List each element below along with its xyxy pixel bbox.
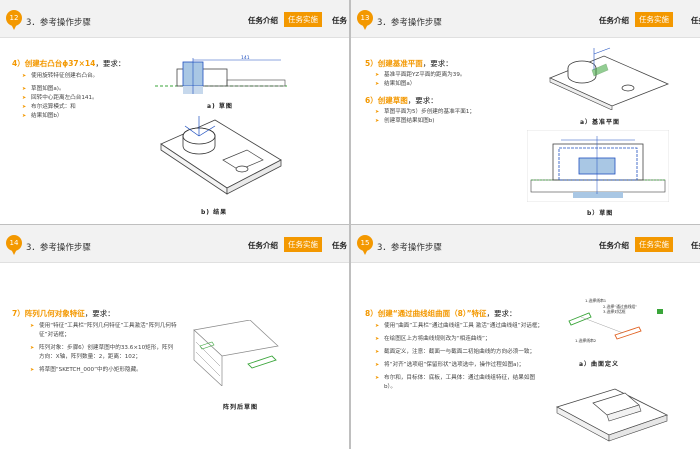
tab-task-implementation[interactable]: 任务实施 xyxy=(284,12,322,27)
tab-task-implementation[interactable]: 任务实施 xyxy=(284,237,322,252)
callout-select-dialog: 3.选择对话框 xyxy=(603,309,626,314)
result-figure-b xyxy=(555,388,669,442)
callout-select-string-1: 1.选择线串1 xyxy=(585,298,607,303)
caption: 阵列后草图 xyxy=(223,404,259,411)
slide-header: 14 3．参考操作步骤 任务介绍 任务实施 任务 xyxy=(0,225,349,263)
bullet-list: 使用“特征”工具栏“阵列几何特征”工具激活“阵列几何特征”对话框； 阵列对象：步… xyxy=(30,322,178,375)
step-heading: 4）创建右凸台ϕ37×14，要求： xyxy=(12,59,126,68)
list-item: 布尔运算模式：和 xyxy=(22,103,152,112)
array-sketch-figure xyxy=(193,320,279,386)
callout-select-string-2: 1.选择线串2 xyxy=(575,338,597,343)
slide-header: 13 3．参考操作步骤 任务介绍 任务实施 任务 xyxy=(351,0,700,38)
slide-14: 14 3．参考操作步骤 任务介绍 任务实施 任务 7）阵列几何对象特征，要求： … xyxy=(0,225,349,449)
list-item: 结果如图a） xyxy=(375,80,525,89)
header-title: 3．参考操作步骤 xyxy=(26,18,91,28)
result-figure-b xyxy=(160,116,282,195)
caption-a: a）基准平面 xyxy=(580,119,621,126)
list-item: 使用“特征”工具栏“阵列几何特征”工具激活“阵列几何特征”对话框； xyxy=(30,322,178,340)
tab-task-intro[interactable]: 任务介绍 xyxy=(599,16,629,25)
page-number-badge: 13 xyxy=(357,10,373,30)
slide-header: 12 3．参考操作步骤 任务介绍 任务实施 任务 xyxy=(0,0,349,38)
page-number-badge: 14 xyxy=(6,235,22,255)
list-item: 结果如图b） xyxy=(22,112,152,121)
list-item: 创建草图结果如图b) xyxy=(375,117,525,126)
tab-task-more[interactable]: 任务 xyxy=(332,241,347,250)
step-heading-5: 5）创建基准平面，要求： xyxy=(365,59,453,68)
tab-task-intro[interactable]: 任务介绍 xyxy=(248,241,278,250)
tab-task-implementation[interactable]: 任务实施 xyxy=(635,237,673,252)
tab-task-more[interactable]: 任务 xyxy=(332,16,347,25)
caption-b: b) 结果 xyxy=(201,209,228,216)
header-title: 3．参考操作步骤 xyxy=(377,243,442,253)
bullet-list: 使用旋转特征创建右凸台。 草图如图a)。 回转中心距离左凸台141。 布尔运算模… xyxy=(22,72,152,121)
list-item: 使用旋转特征创建右凸台。 xyxy=(22,72,152,81)
caption-a: a）曲面定义 xyxy=(579,361,620,368)
tab-task-more[interactable]: 任务 xyxy=(691,16,700,25)
list-item: 回转中心距离左凸台141。 xyxy=(22,94,152,103)
caption-b: b）草图 xyxy=(587,210,614,217)
header-title: 3．参考操作步骤 xyxy=(26,243,91,253)
step-heading: 7）阵列几何对象特征，要求： xyxy=(12,309,115,318)
list-item: 在绘图区上方将曲线规则改为“相连曲线”； xyxy=(375,335,545,344)
page-number-badge: 15 xyxy=(357,235,373,255)
bullet-list: 使用“曲面”工具栏“通过曲线组”工具 激活“通过曲线组”对话框； 在绘图区上方将… xyxy=(375,322,545,392)
surface-definition-figure-a: 1.选择线串1 2.选择“通过曲线组” 3.选择对话框 1.选择线串2 xyxy=(563,297,673,351)
dimension-label: 141 xyxy=(241,55,250,61)
slide-12: 12 3．参考操作步骤 任务介绍 任务实施 任务 4）创建右凸台ϕ37×14，要… xyxy=(0,0,349,224)
slide-13: 13 3．参考操作步骤 任务介绍 任务实施 任务 5）创建基准平面，要求： 基准… xyxy=(351,0,700,224)
caption-a: a) 草图 xyxy=(207,103,233,110)
list-item: 将草图“SKETCH_000”中的小矩形隐藏。 xyxy=(30,366,178,375)
list-item: 截面定义，注意：截面一与截面二初始曲线的方向必须一致； xyxy=(375,348,545,357)
list-item: 基准平面距YZ平面的距离为39。 xyxy=(375,71,525,80)
sketch-figure-b xyxy=(527,130,669,202)
tab-task-intro[interactable]: 任务介绍 xyxy=(599,241,629,250)
slide-15: 15 3．参考操作步骤 任务介绍 任务实施 任务 8）创建“通过曲线组曲面（8）… xyxy=(351,225,700,449)
list-item: 草图如图a)。 xyxy=(22,85,152,94)
page-number-badge: 12 xyxy=(6,10,22,30)
list-item: 将“对齐”选项组“保留形状”选项选中，操作过程如图a)； xyxy=(375,361,545,370)
step-heading-6: 6）创建草图，要求： xyxy=(365,96,438,105)
sketch-figure-a: 141 xyxy=(153,52,289,96)
bullet-list-6: 草图平面为5）步创建的基准平面1； 创建草图结果如图b) xyxy=(375,108,525,126)
tab-task-more[interactable]: 任务 xyxy=(691,241,700,250)
callout-select-through-curves: 2.选择“通过曲线组” xyxy=(603,304,637,309)
list-item: 草图平面为5）步创建的基准平面1； xyxy=(375,108,525,117)
tab-task-intro[interactable]: 任务介绍 xyxy=(248,16,278,25)
slide-header: 15 3．参考操作步骤 任务介绍 任务实施 任务 xyxy=(351,225,700,263)
list-item: 阵列对象：步骤6）创建草图中的33.6×10矩形，阵列方向：X轴，阵列数量：2，… xyxy=(30,344,178,362)
list-item: 布尔和，目标体：底板，工具体：通过曲线组特征，结果如图b）。 xyxy=(375,374,545,392)
step-heading: 8）创建“通过曲线组曲面（8）”特征，要求： xyxy=(365,309,517,318)
bullet-list-5: 基准平面距YZ平面的距离为39。 结果如图a） xyxy=(375,71,525,89)
list-item: 使用“曲面”工具栏“通过曲线组”工具 激活“通过曲线组”对话框； xyxy=(375,322,545,331)
tab-task-implementation[interactable]: 任务实施 xyxy=(635,12,673,27)
header-title: 3．参考操作步骤 xyxy=(377,18,442,28)
datum-plane-figure-a xyxy=(548,47,670,110)
